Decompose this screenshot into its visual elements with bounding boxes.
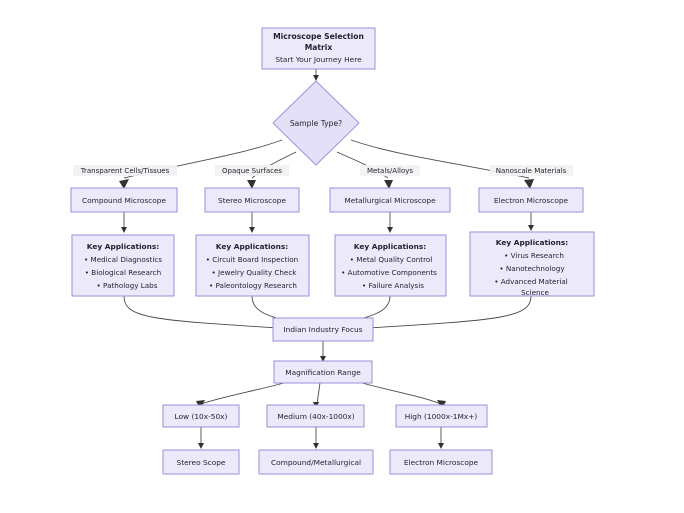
node-compound-microscope[interactable]: Compound Microscope [70,187,178,213]
electron-microscope-label: Electron Microscope [494,196,569,205]
node-result-electron-microscope[interactable]: Electron Microscope [389,449,493,475]
arrow-compound-to-apps [121,227,127,233]
arrow-medium-to-compound [313,443,319,449]
applications-electron-box[interactable] [469,231,595,297]
node-start[interactable]: Microscope Selection Matrix Start Your J… [261,27,376,70]
edge-label-metals-alloys: Metals/Alloys [367,167,413,175]
stereo-microscope-box[interactable] [204,187,300,213]
edge-label-bg-4 [490,165,573,176]
result-compound-metallurgical-label: Compound/Metallurgical [271,458,361,467]
stereo-microscope-label: Stereo Microscope [218,196,286,205]
applications-compound-item-0: • Medical Diagnostics [84,255,162,264]
arrow-start-to-decision [313,75,319,81]
applications-electron-heading: Key Applications: [496,238,569,247]
node-stereo-microscope[interactable]: Stereo Microscope [204,187,300,213]
applications-stereo-item-0: • Circuit Board Inspection [206,255,298,264]
node-electron-microscope[interactable]: Electron Microscope [478,187,584,213]
mag-medium-label: Medium (40x-1000x) [277,412,354,421]
node-applications-electron[interactable]: Key Applications: • Virus Research • Nan… [469,231,595,297]
decision-diamond[interactable] [272,80,360,166]
arrow-decision-to-compound [119,179,129,189]
mag-medium-box[interactable] [266,404,365,428]
edge-magnification-to-low [200,382,285,405]
node-result-compound-metallurgical[interactable]: Compound/Metallurgical [258,449,374,475]
applications-stereo-item-1: • Jewelry Quality Check [212,268,298,277]
applications-compound-box[interactable] [71,234,175,297]
arrow-high-to-electron [438,443,444,449]
industry-focus-label: Indian Industry Focus [283,325,362,334]
result-stereo-scope-box[interactable] [162,449,240,475]
node-mag-high[interactable]: High (1000x-1Mx+) [395,404,488,428]
compound-microscope-box[interactable] [70,187,178,213]
result-electron-microscope-box[interactable] [389,449,493,475]
magnification-range-label: Magnification Range [285,368,361,377]
arrow-decision-to-metallurgical [384,180,393,189]
arrow-decision-to-electron [524,179,534,189]
node-applications-stereo[interactable]: Key Applications: • Circuit Board Inspec… [195,234,310,297]
arrow-low-to-stereoscope [198,443,204,449]
applications-electron-item-1: • Nanotechnology [499,264,565,273]
edge-label-bg-3 [360,165,420,176]
arrow-stereo-to-apps [249,227,255,233]
applications-metallurgical-item-0: • Metal Quality Control [350,255,433,264]
mag-high-box[interactable] [395,404,488,428]
applications-electron-item-2: • Advanced Material [494,277,568,286]
applications-metallurgical-heading: Key Applications: [354,242,427,251]
node-magnification-range[interactable]: Magnification Range [273,360,373,384]
metallurgical-microscope-box[interactable] [329,187,451,213]
node-applications-compound[interactable]: Key Applications: • Medical Diagnostics … [71,234,175,297]
arrow-electron-to-apps [528,225,534,231]
result-electron-microscope-label: Electron Microscope [404,458,479,467]
decision-label: Sample Type? [290,119,342,128]
applications-electron-item-3: Science [521,288,549,297]
node-industry-focus[interactable]: Indian Industry Focus [272,317,374,342]
result-compound-metallurgical-box[interactable] [258,449,374,475]
result-stereo-scope-label: Stereo Scope [177,458,226,467]
arrow-decision-to-stereo [247,180,256,189]
start-title-line2: Matrix [305,43,333,52]
metallurgical-microscope-label: Metallurgical Microscope [344,196,436,205]
applications-stereo-box[interactable] [195,234,310,297]
applications-compound-item-1: • Biological Research [85,268,161,277]
applications-metallurgical-item-2: • Failure Analysis [362,281,424,290]
mag-low-label: Low (10x-50x) [175,412,228,421]
node-metallurgical-microscope[interactable]: Metallurgical Microscope [329,187,451,213]
applications-metallurgical-item-1: • Automotive Components [341,268,437,277]
applications-electron-item-0: • Virus Research [504,251,564,260]
edge-label-nanoscale-materials: Nanoscale Materials [496,167,567,175]
node-applications-metallurgical[interactable]: Key Applications: • Metal Quality Contro… [334,234,447,297]
edge-label-transparent-cells: Transparent Cells/Tissues [80,167,170,175]
edge-apps1-to-industry [123,295,279,329]
start-subtitle: Start Your Journey Here [275,55,362,64]
applications-stereo-item-2: • Paleontology Research [209,281,297,290]
node-decision-sample-type[interactable]: Sample Type? [272,80,360,166]
start-box[interactable] [261,27,376,70]
mag-high-label: High (1000x-1Mx+) [405,412,478,421]
mag-low-box[interactable] [162,404,240,428]
electron-microscope-box[interactable] [478,187,584,213]
magnification-range-box[interactable] [273,360,373,384]
start-title-line1: Microscope Selection [273,32,364,41]
applications-compound-item-2: • Pathology Labs [97,281,158,290]
compound-microscope-label: Compound Microscope [82,196,167,205]
edge-label-group: Transparent Cells/Tissues Opaque Surface… [73,165,573,176]
node-result-stereo-scope[interactable]: Stereo Scope [162,449,240,475]
node-mag-low[interactable]: Low (10x-50x) [162,404,240,428]
applications-metallurgical-box[interactable] [334,234,447,297]
arrow-metallurgical-to-apps [387,227,393,233]
edge-label-bg-2 [215,165,289,176]
edge-apps4-to-industry [367,295,532,329]
edge-magnification-to-high [361,382,442,405]
applications-compound-heading: Key Applications: [87,242,160,251]
edge-label-opaque-surfaces: Opaque Surfaces [222,167,282,175]
arrow-industry-to-magnification [320,356,326,362]
edge-magnification-to-medium [316,382,321,405]
applications-stereo-heading: Key Applications: [216,242,289,251]
node-mag-medium[interactable]: Medium (40x-1000x) [266,404,365,428]
edge-label-bg-1 [73,165,177,176]
industry-focus-box[interactable] [272,317,374,342]
